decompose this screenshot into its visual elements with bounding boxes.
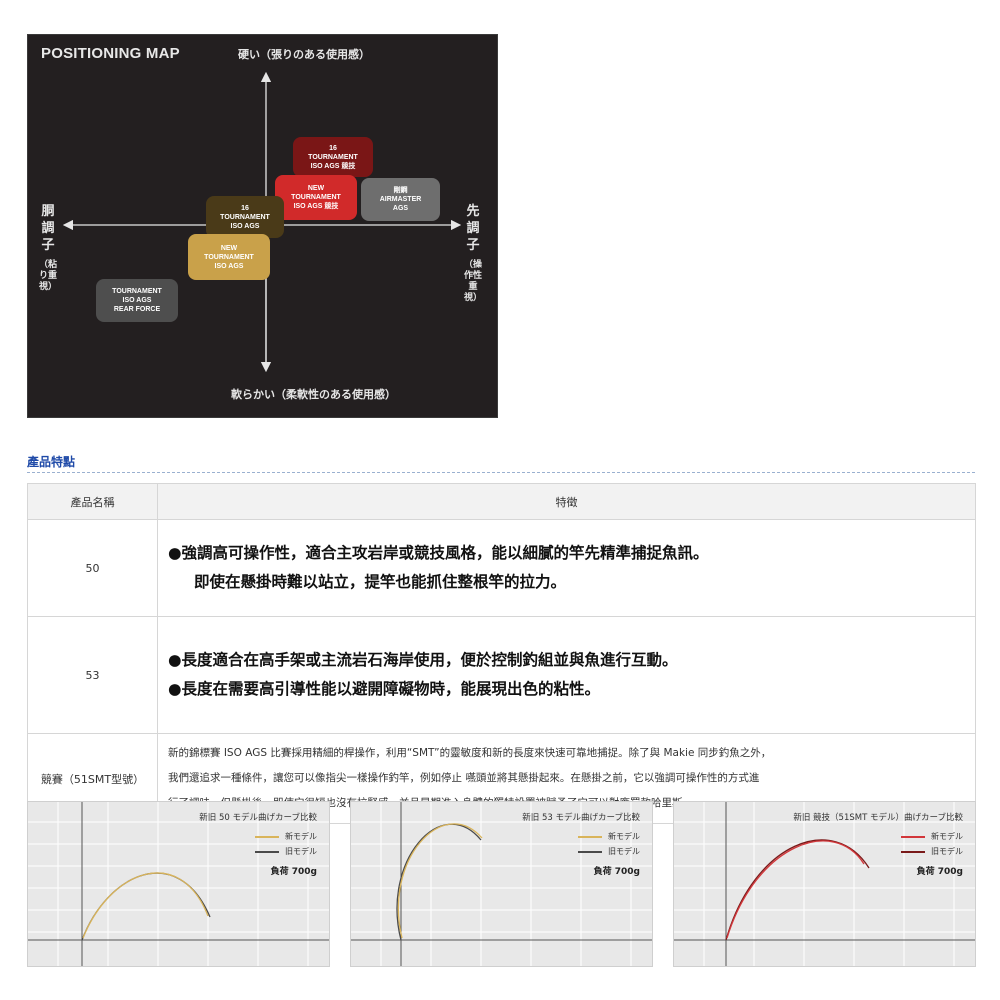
positioning-map: POSITIONING MAP 硬い（張りのある使用感） 軟らかい（柔軟性のある…	[27, 34, 498, 418]
badge-text: TOURNAMENT	[291, 194, 341, 201]
legend-label: 旧モデル	[608, 847, 640, 856]
legend-label: 新モデル	[285, 832, 317, 841]
new-model-curve	[82, 872, 209, 939]
old-model-curve	[725, 839, 870, 941]
header-feature: 特徵	[157, 483, 976, 520]
legend-label: 新モデル	[608, 832, 640, 841]
table-header-row: 產品名稱 特徵	[27, 483, 976, 520]
table-row: 53 ●長度適合在高手架或主流岩石海岸使用，便於控制釣組並與魚進行互動。 ●長度…	[27, 616, 976, 734]
badge-text: ISO AGS	[122, 297, 152, 304]
feature-line: ●長度適合在高手架或主流岩石海岸使用，便於控制釣組並與魚進行互動。	[168, 651, 678, 669]
section-divider	[27, 472, 975, 473]
feature-line: ●強調高可操作性，適合主攻岩岸或競技風格，能以細膩的竿先精準捕捉魚訊。	[168, 544, 709, 562]
badge-text: AIRMASTER	[379, 196, 422, 203]
badge-text: 16	[329, 144, 337, 152]
chart-legend: 新モデル 旧モデル	[578, 829, 640, 859]
product-name: 50	[27, 519, 158, 617]
product-name: 53	[27, 616, 158, 734]
header-product-name: 產品名稱	[27, 483, 158, 520]
chart-title: 新旧 53 モデル曲げカーブ比較	[522, 813, 640, 823]
badge-text: TOURNAMENT	[308, 153, 358, 161]
chart-title: 新旧 50 モデル曲げカーブ比較	[199, 813, 317, 823]
axis-label-regular-action-main: 胴調子	[41, 204, 55, 253]
product-features: ●長度適合在高手架或主流岩石海岸使用，便於控制釣組並與魚進行互動。 ●長度在需要…	[157, 616, 976, 734]
feature-line: 新的錦標賽 ISO AGS 比賽採用精細的桿操作，利用“SMT”的靈敏度和新的長…	[168, 747, 772, 759]
load-label: 負荷 700g	[593, 867, 640, 877]
axis-label-regular-action: 胴調子 （粘り重視）	[39, 203, 57, 293]
axis-label-soft: 軟らかい（柔軟性のある使用感）	[231, 388, 396, 401]
badge-new-tournament-iso-ags-competition: NEW TOURNAMENT ISO AGS 競技	[275, 175, 357, 220]
chart-title: 新旧 競技（51SMT モデル）曲げカーブ比較	[793, 813, 963, 823]
bend-curve-grid	[28, 802, 329, 966]
section-title: 產品特點	[27, 455, 76, 469]
legend-label: 旧モデル	[285, 847, 317, 856]
badge-text: REAR FORCE	[113, 306, 161, 313]
bend-curve-chart-53: 新旧 53 モデル曲げカーブ比較 新モデル 旧モデル 負荷 700g	[350, 801, 653, 967]
new-model-curve	[726, 840, 865, 939]
legend-label: 旧モデル	[931, 847, 963, 856]
feature-line: 即使在懸掛時難以站立，提竿也能抓住整根竿的拉力。	[194, 573, 567, 591]
chart-legend: 新モデル 旧モデル	[901, 829, 963, 859]
badge-tournament-iso-ags-rear-force: TOURNAMENT ISO AGS REAR FORCE	[96, 279, 178, 322]
load-label: 負荷 700g	[916, 867, 963, 877]
features-table: 產品名稱 特徵 50 ●強調高可操作性，適合主攻岩岸或競技風格，能以細膩的竿先精…	[27, 483, 976, 824]
feature-line: 我們還追求一種條件，讓您可以像指尖一樣操作釣竿，例如停止 嚥頭並將其懸掛起來。在…	[168, 772, 760, 784]
badge-text: ISO AGS	[230, 222, 260, 230]
product-features: ●強調高可操作性，適合主攻岩岸或競技風格，能以細膩的竿先精準捕捉魚訊。 即使在懸…	[157, 519, 976, 617]
map-title: POSITIONING MAP	[41, 45, 180, 62]
axis-label-regular-action-sub: （粘り重視）	[39, 260, 58, 292]
bend-curve-chart-51smt: 新旧 競技（51SMT モデル）曲げカーブ比較 新モデル 旧モデル 負荷 700…	[673, 801, 976, 967]
legend-swatch	[901, 835, 925, 838]
badge-text: NEW	[307, 185, 325, 192]
legend-swatch	[578, 850, 602, 853]
feature-line: ●長度在需要高引導性能以避開障礙物時，能展現出色的粘性。	[168, 680, 601, 698]
badge-airmaster-ags: 剛鋼 AIRMASTER AGS	[361, 178, 440, 221]
bend-curve-grid	[351, 802, 652, 966]
legend-swatch	[901, 850, 925, 853]
old-model-curve	[396, 823, 482, 941]
axis-label-hard: 硬い（張りのある使用感）	[238, 48, 370, 61]
badge-text: AGS	[392, 205, 409, 212]
new-model-curve	[397, 823, 483, 939]
badge-text: TOURNAMENT	[204, 253, 254, 261]
axis-label-fast-action-sub: （操作性重視）	[464, 260, 483, 303]
badge-text: ISO AGS 競技	[293, 203, 339, 210]
bend-curve-grid	[674, 802, 975, 966]
load-label: 負荷 700g	[270, 867, 317, 877]
badge-text: 剛鋼	[393, 187, 408, 194]
legend-swatch	[255, 835, 279, 838]
chart-legend: 新モデル 旧モデル	[255, 829, 317, 859]
badge-text: ISO AGS	[214, 262, 244, 270]
badge-text: TOURNAMENT	[112, 288, 162, 295]
table-row: 50 ●強調高可操作性，適合主攻岩岸或競技風格，能以細膩的竿先精準捕捉魚訊。 即…	[27, 519, 976, 617]
axis-label-fast-action-main: 先調子	[466, 204, 480, 253]
badge-text: ISO AGS 競技	[310, 162, 356, 170]
legend-label: 新モデル	[931, 832, 963, 841]
badge-text: NEW	[220, 244, 238, 252]
badge-text: TOURNAMENT	[220, 213, 270, 221]
legend-swatch	[578, 835, 602, 838]
bend-curve-chart-50: 新旧 50 モデル曲げカーブ比較 新モデル 旧モデル 負荷 700g	[27, 801, 330, 967]
badge-text: 16	[241, 204, 249, 212]
legend-swatch	[255, 850, 279, 853]
axis-label-fast-action: 先調子 （操作性重視）	[464, 203, 482, 304]
